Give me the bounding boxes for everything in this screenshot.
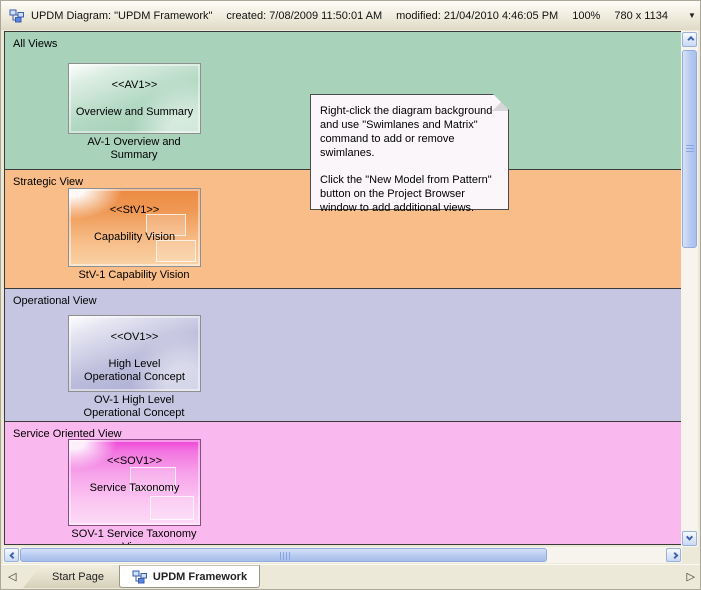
element-stv1-body: <<StV1>> Capability Vision	[69, 189, 200, 266]
scrollbar-grip	[686, 145, 694, 154]
tab-start-page[interactable]: Start Page	[23, 565, 133, 588]
swimlane-service-oriented-view[interactable]: Service Oriented View <<SOV1>> Service T…	[5, 421, 681, 544]
element-av1[interactable]: <<AV1>> Overview and Summary	[68, 63, 201, 134]
chevron-right-icon	[671, 551, 679, 559]
tab-scroll-left-icon[interactable]: ◁	[8, 571, 17, 583]
element-sov1-body: <<SOV1>> Service Taxonomy	[69, 440, 200, 525]
swimlane-label: Operational View	[13, 295, 97, 307]
element-name: High Level Operational Concept	[84, 358, 185, 383]
scroll-down-button[interactable]	[682, 531, 697, 546]
vertical-scrollbar-thumb[interactable]	[682, 50, 697, 248]
element-stv1[interactable]: <<StV1>> Capability Vision	[68, 188, 201, 267]
element-caption: StV-1 Capability Vision	[78, 269, 190, 281]
element-sov1[interactable]: <<SOV1>> Service Taxonomy	[68, 439, 201, 526]
canvas-size: 780 x 1134	[614, 9, 668, 22]
swimlane-label: Service Oriented View	[13, 428, 122, 440]
element-stereotype: <<OV1>>	[110, 331, 159, 343]
chevron-left-icon	[9, 551, 17, 559]
swimlane-label: Strategic View	[13, 176, 84, 188]
diagram-title: UPDM Diagram: "UPDM Framework"	[31, 9, 213, 22]
swimlane-operational-view[interactable]: Operational View <<OV1>> High Level Oper…	[5, 288, 681, 421]
horizontal-scrollbar[interactable]	[3, 547, 682, 563]
zoom-level: 100%	[572, 9, 601, 22]
chevron-up-icon	[687, 35, 695, 44]
element-ov1-body: <<OV1>> High Level Operational Concept	[69, 316, 200, 391]
diagram-title-bar: UPDM Diagram: "UPDM Framework" created: …	[1, 1, 700, 30]
tab-label: Start Page	[52, 570, 104, 583]
element-name: Service Taxonomy	[89, 482, 180, 494]
element-ov1[interactable]: <<OV1>> High Level Operational Concept	[68, 315, 201, 392]
swimlane-label: All Views	[13, 38, 58, 50]
element-caption: SOV-1 Service Taxonomy View	[71, 528, 197, 544]
diagram-canvas: All Views <<AV1>> Overview and Summary A…	[4, 31, 682, 545]
note-element[interactable]: Right-click the diagram background and u…	[310, 94, 509, 214]
diagram-icon	[9, 9, 24, 23]
tab-scroll-right-icon[interactable]: ▷	[686, 571, 695, 583]
element-stereotype: <<AV1>>	[111, 79, 158, 91]
created-timestamp: created: 7/08/2009 11:50:01 AM	[226, 9, 383, 22]
document-tab-bar: ◁ Start Page UPDM Framework ▷	[1, 564, 700, 589]
scrollbar-grip	[280, 552, 290, 560]
scroll-left-button[interactable]	[4, 548, 19, 562]
scroll-right-button[interactable]	[666, 548, 681, 562]
element-av1-body: <<AV1>> Overview and Summary	[69, 64, 200, 133]
element-caption: AV-1 Overview and Summary	[87, 136, 181, 161]
tab-updm-framework[interactable]: UPDM Framework	[119, 565, 260, 588]
ghost-shape	[146, 214, 186, 236]
note-fold-cover	[493, 94, 509, 110]
titlebar-dropdown-button[interactable]: ▼	[688, 11, 696, 20]
horizontal-scrollbar-thumb[interactable]	[20, 548, 547, 562]
vertical-scrollbar[interactable]	[681, 31, 698, 547]
element-name: Overview and Summary	[75, 106, 194, 118]
scroll-up-button[interactable]	[682, 32, 697, 47]
ghost-shape	[130, 467, 176, 491]
element-caption: OV-1 High Level Operational Concept	[83, 394, 185, 419]
tab-label: UPDM Framework	[152, 570, 248, 583]
chevron-down-icon	[685, 533, 694, 541]
ghost-shape	[156, 240, 196, 262]
element-stereotype: <<StV1>>	[109, 204, 160, 216]
ghost-shape	[150, 496, 194, 520]
modified-timestamp: modified: 21/04/2010 4:46:05 PM	[396, 9, 559, 22]
element-name: Capability Vision	[93, 231, 176, 243]
diagram-icon	[132, 570, 147, 584]
element-stereotype: <<SOV1>>	[106, 455, 163, 467]
note-paragraph: Right-click the diagram background and u…	[320, 105, 493, 159]
note-paragraph: Click the "New Model from Pattern" butto…	[320, 174, 492, 214]
